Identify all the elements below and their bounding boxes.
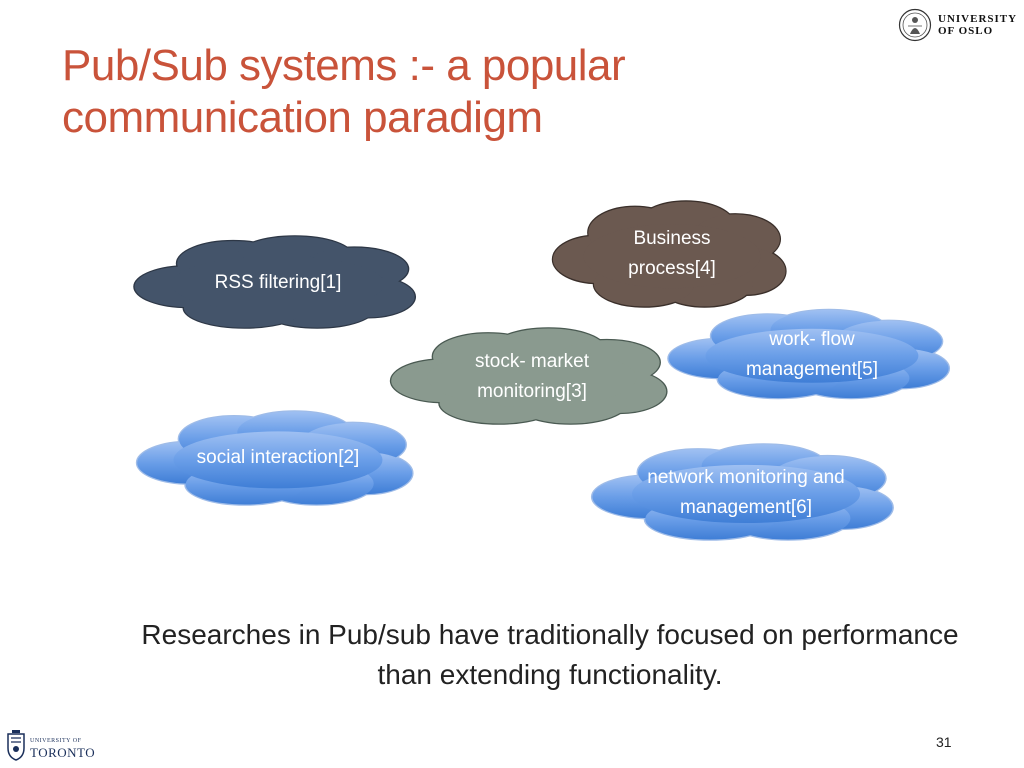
cloud-label-line: network monitoring and [647,467,845,488]
cloud-label-line: stock- market [474,351,590,372]
cloud-label-line: RSS filtering[1] [214,272,342,293]
cloud-label-stock-market-monitoring: stock- market monitoring[3] [422,347,642,407]
university-of-oslo-wordmark: UNIVERSITY OF OSLO [938,13,1017,37]
cloud-label-line: Business [633,228,711,249]
cloud-label-line: process[4] [628,258,716,279]
university-of-toronto-logo: UNIVERSITY OF TORONTO [6,730,106,764]
cloud-label-line: monitoring[3] [477,381,587,402]
cloud-label-line: social interaction[2] [196,447,360,468]
cloud-label-line: management[6] [679,497,813,518]
toronto-wordmark-small: UNIVERSITY OF [30,738,82,744]
university-of-oslo-logo: UNIVERSITY OF OSLO [898,6,1017,46]
cloud-label-network-monitoring: network monitoring and management[6] [606,463,886,523]
cloud-label-line: work- flow [769,329,855,350]
cloud-label-line: management[5] [745,359,879,380]
toronto-wordmark: TORONTO [30,745,96,760]
university-of-toronto-crest-icon [7,730,25,761]
cloud-label-rss-filtering: RSS filtering[1] [168,268,388,298]
footer-statement: Researches in Pub/sub have traditionally… [141,619,959,690]
cloud-label-workflow-management: work- flow management[5] [702,325,922,385]
university-of-oslo-seal-icon [898,8,932,42]
slide-title: Pub/Sub systems :- a popular communicati… [62,41,626,142]
cloud-label-social-interaction: social interaction[2] [158,443,398,473]
page-number: 31 [936,734,952,750]
cloud-label-business-process: Business process[4] [572,224,772,284]
